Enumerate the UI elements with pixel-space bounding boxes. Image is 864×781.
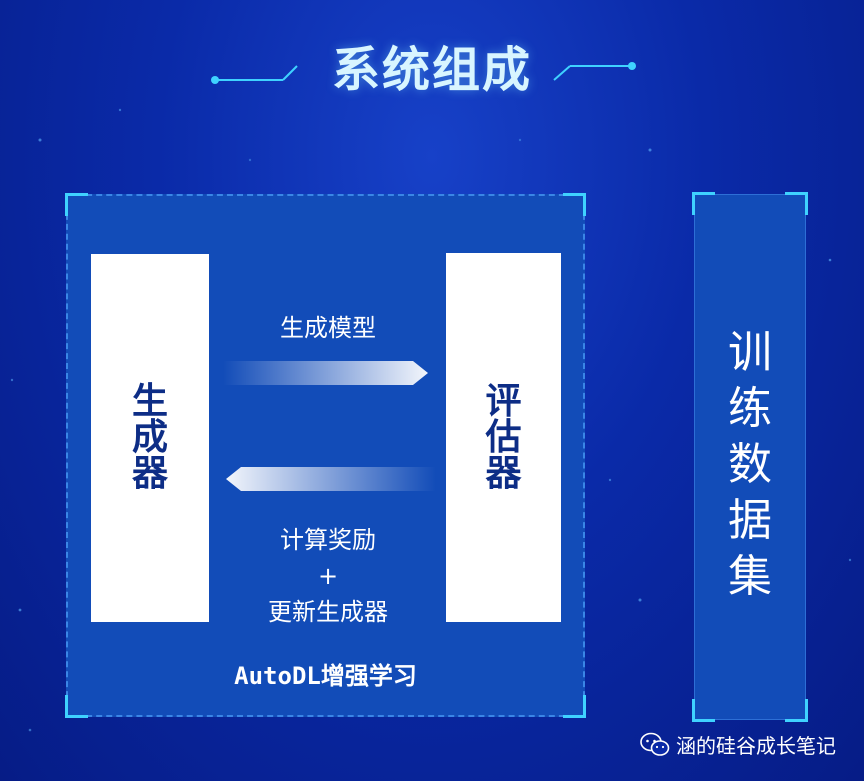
right-arrow: [223, 361, 428, 385]
watermark-text: 涵的硅谷成长笔记: [676, 734, 836, 758]
dataset-label: 训练数据集: [728, 327, 772, 602]
corner-marker: [785, 192, 808, 215]
backward-label-line1: 计算奖励: [280, 526, 376, 554]
corner-marker: [563, 193, 586, 216]
corner-marker: [692, 699, 715, 722]
dataset-panel: 训练数据集: [692, 192, 808, 722]
wechat-icon: [640, 732, 670, 756]
evaluator-label: 评估器: [485, 380, 522, 494]
page-title: 系统组成: [331, 42, 532, 98]
backward-label-line3: 更新生成器: [268, 598, 388, 626]
footer-label-cjk: 增强学习: [320, 662, 417, 690]
title-decoration-left: [211, 65, 298, 84]
generator-box: 生成器: [91, 254, 209, 622]
footer-label-mono: AutoDL: [234, 662, 321, 690]
generator-label: 生成器: [132, 381, 169, 494]
watermark: 涵的硅谷成长笔记: [640, 730, 836, 759]
system-panel: 生成器 评估器 生成模型 计算奖励 + 更新生成器 AutoDL增强学习: [65, 193, 586, 718]
backward-label-line2: +: [317, 562, 339, 590]
corner-marker: [785, 699, 808, 722]
corner-marker: [692, 192, 715, 215]
corner-marker: [563, 695, 586, 718]
corner-marker: [65, 695, 88, 718]
evaluator-box: 评估器: [446, 253, 561, 622]
backward-flow-label: 计算奖励 + 更新生成器: [228, 522, 428, 630]
left-arrow: [226, 467, 436, 491]
system-footer-label: AutoDL增强学习: [68, 656, 583, 691]
forward-flow-label: 生成模型: [280, 314, 376, 342]
title-decoration-right: [553, 62, 636, 81]
corner-marker: [65, 193, 88, 216]
